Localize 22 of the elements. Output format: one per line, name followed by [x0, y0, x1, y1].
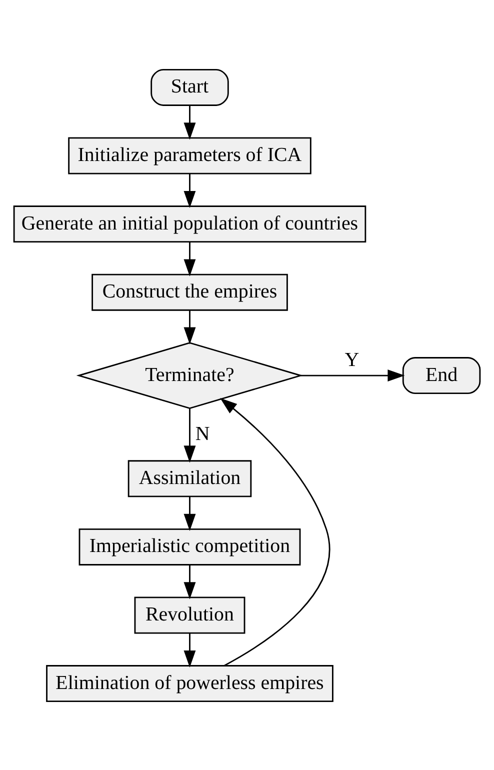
- node-box: Imperialistic competition: [78, 528, 301, 565]
- arrow: [184, 310, 196, 344]
- node-diamond: Terminate?: [76, 342, 304, 408]
- node-box: Elimination of powerless empires: [46, 664, 334, 702]
- arrow: [184, 564, 196, 599]
- arrow: [184, 408, 196, 462]
- node-box: Start: [150, 68, 229, 106]
- arrow: [300, 369, 405, 382]
- edge-label: N: [195, 422, 210, 444]
- arrow: [184, 496, 196, 530]
- arrow: [220, 398, 330, 666]
- arrow: [184, 241, 196, 276]
- node-box: Initialize parameters of ICA: [68, 136, 312, 174]
- node-box: End: [402, 356, 481, 394]
- arrow: [184, 632, 196, 668]
- arrow: [184, 173, 196, 208]
- node-box: Generate an initial population of countries: [13, 205, 366, 242]
- node-box: Construct the empires: [92, 273, 288, 310]
- node-box: Revolution: [134, 596, 246, 634]
- node-box: Assimilation: [128, 460, 252, 497]
- arrow: [184, 104, 196, 140]
- edge-label: Y: [344, 348, 360, 370]
